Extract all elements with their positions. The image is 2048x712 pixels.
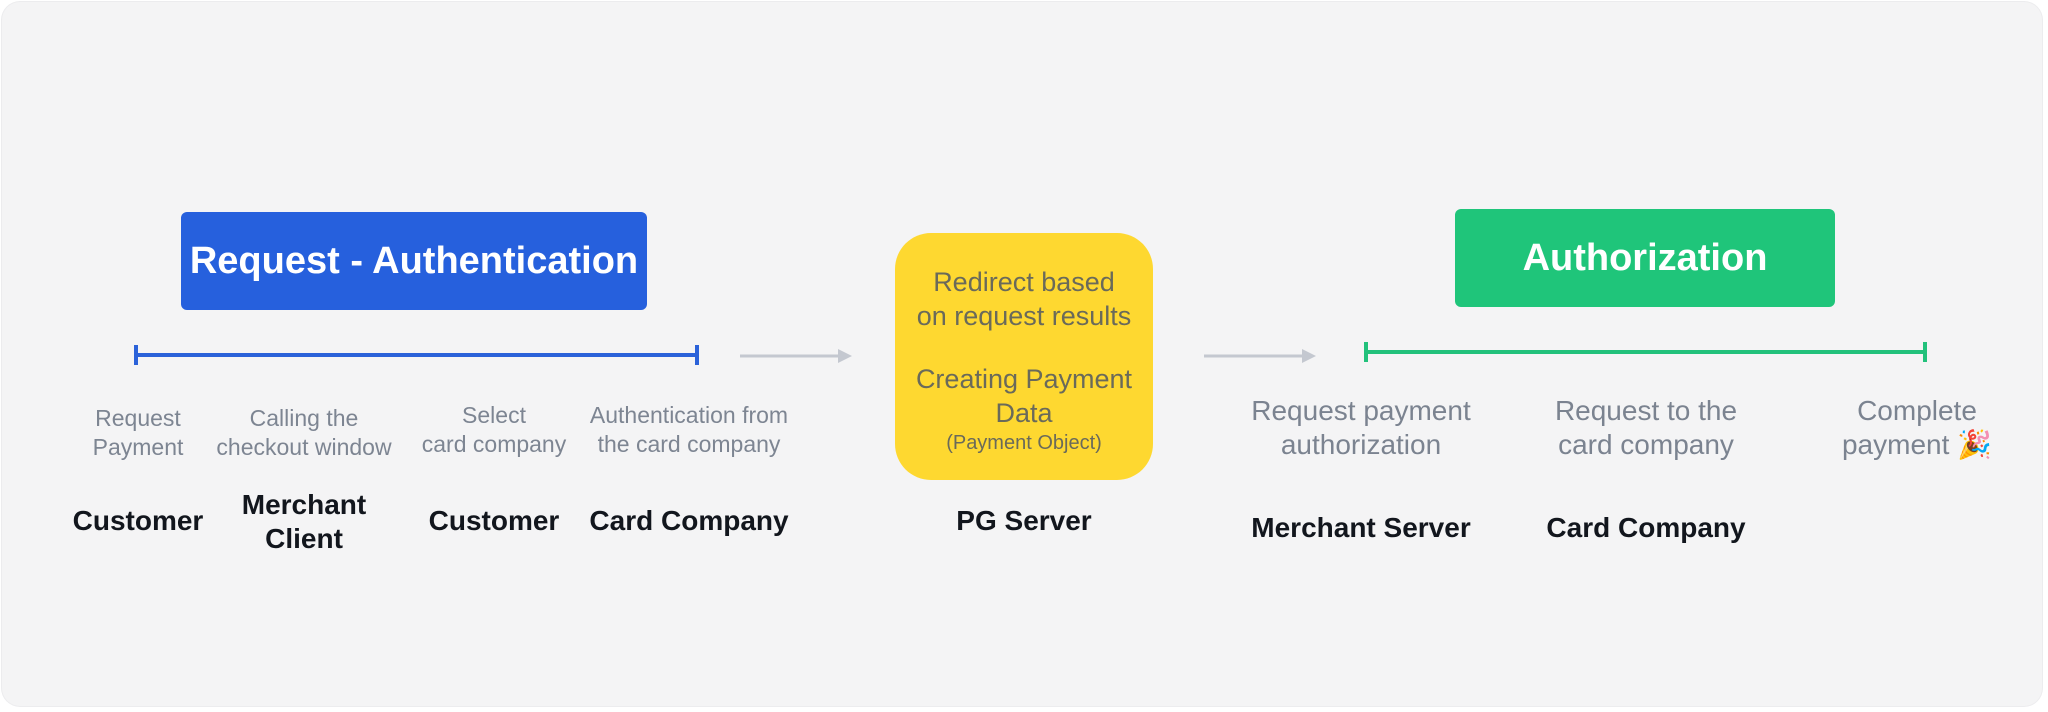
step-select-card-company: Select card company (421, 402, 567, 457)
timeline-end-cap (695, 345, 699, 365)
actor-card-company: Card Company (1546, 512, 1746, 543)
authorization-timeline (1365, 350, 1927, 354)
actor-pg-server: PG Server (956, 505, 1092, 536)
pg-payment-object-note: (Payment Object) (946, 432, 1102, 454)
pg-redirect-line-1: Redirect based (933, 267, 1115, 297)
pg-creating-line-1: Creating Payment (915, 364, 1133, 394)
request-authentication-timeline (135, 353, 699, 357)
timeline-start-cap (134, 345, 138, 365)
request-authentication-badge: Request - Authentication (181, 212, 647, 310)
timeline-start-cap (1364, 342, 1368, 362)
pg-redirect-line-2: on request results (916, 301, 1132, 331)
actor-merchant-client: Merchant Client (241, 489, 367, 554)
arrow-right-icon (1204, 349, 1316, 363)
step-request-payment: Request Payment (92, 405, 184, 460)
step-calling-checkout-window: Calling the checkout window (216, 405, 392, 460)
step-request-payment-authorization: Request payment authorization (1251, 395, 1471, 460)
actor-customer: Customer (428, 505, 560, 536)
step-request-to-card-company: Request to the card company (1554, 395, 1738, 460)
pg-server-box: Redirect based on request results Creati… (895, 233, 1153, 480)
arrow-right-icon (740, 349, 852, 363)
actor-customer: Customer (72, 505, 204, 536)
step-complete-payment: Complete payment 🎉 (1841, 395, 1993, 460)
authorization-title: Authorization (1522, 236, 1768, 279)
authorization-badge: Authorization (1455, 209, 1835, 307)
actor-merchant-server: Merchant Server (1251, 512, 1471, 543)
request-authentication-title: Request - Authentication (189, 239, 639, 282)
pg-creating-line-2: Data (995, 398, 1053, 428)
timeline-end-cap (1923, 342, 1927, 362)
actor-card-company: Card Company (589, 505, 789, 536)
step-authentication-from-card-company: Authentication from the card company (589, 402, 789, 457)
